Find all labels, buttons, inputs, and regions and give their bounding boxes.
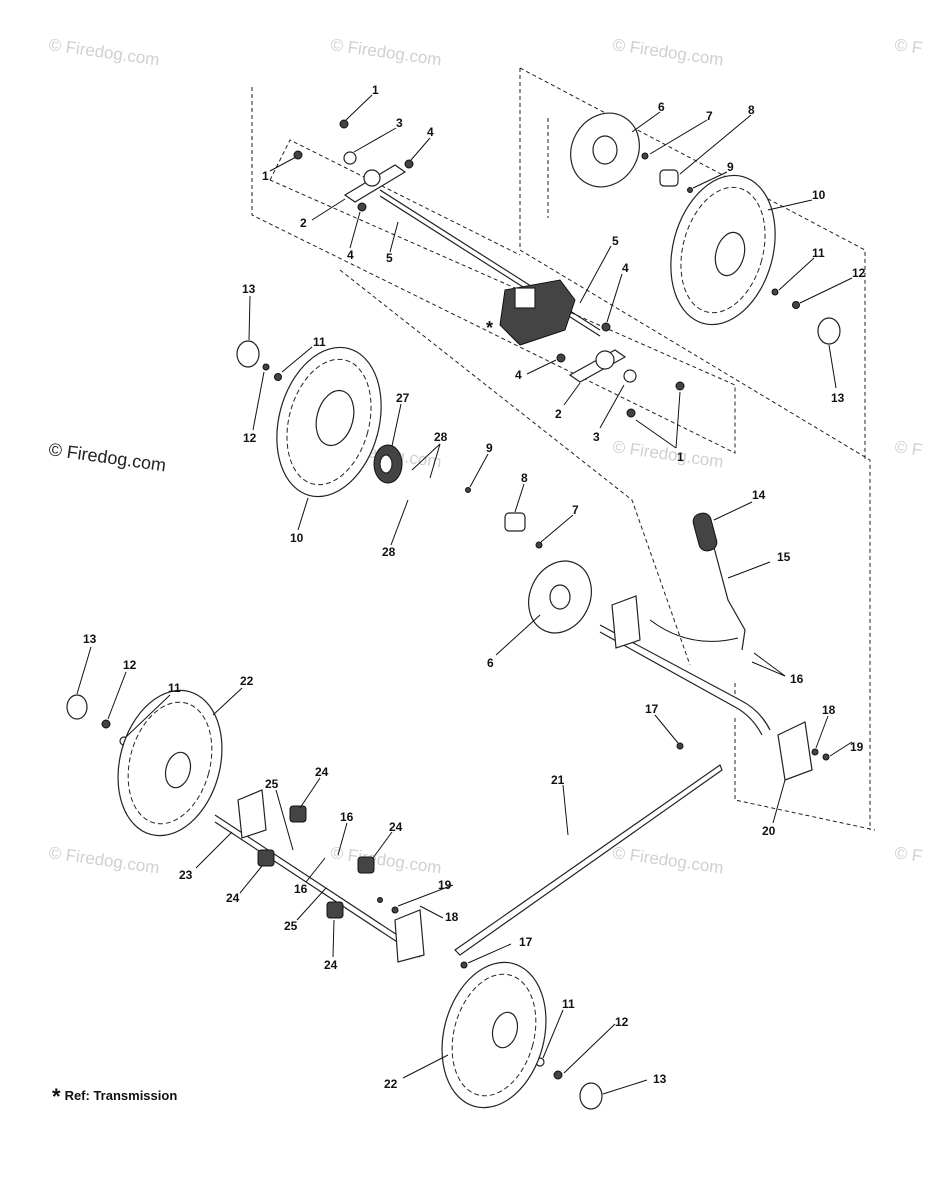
- callout-12: 12: [123, 658, 137, 672]
- callout-9: 9: [727, 160, 734, 174]
- brackets: [343, 164, 627, 383]
- watermark: © Firedog.com: [47, 843, 160, 877]
- callout-18: 18: [445, 910, 459, 924]
- callout-4: 4: [427, 125, 434, 139]
- shift-rod: [454, 764, 723, 956]
- callout-25: 25: [265, 777, 279, 791]
- callout-19: 19: [438, 878, 452, 892]
- callout-28: 28: [382, 545, 396, 559]
- callout-24: 24: [315, 765, 329, 779]
- transmission-asterisk: *: [486, 318, 493, 338]
- watermark: © Firedog.com: [47, 35, 160, 69]
- callout-14: 14: [752, 488, 766, 502]
- callout-2: 2: [300, 216, 307, 230]
- callout-4: 4: [622, 261, 629, 275]
- wheels: [117, 174, 776, 1109]
- wheel-rear-right: [670, 174, 776, 326]
- callout-6: 6: [658, 100, 665, 114]
- watermark: © Firedog.com: [611, 843, 724, 877]
- callout-17: 17: [519, 935, 533, 949]
- callout-4: 4: [347, 248, 354, 262]
- callout-10: 10: [812, 188, 826, 202]
- callout-12: 12: [852, 266, 866, 280]
- callout-11: 11: [313, 335, 326, 349]
- callout-21: 21: [551, 773, 565, 787]
- callout-8: 8: [521, 471, 528, 485]
- watermark: © Firedog.com: [329, 35, 442, 69]
- callout-28: 28: [434, 430, 448, 444]
- callout-12: 12: [243, 431, 257, 445]
- callout-25: 25: [284, 919, 298, 933]
- shift-lever: [649, 512, 746, 651]
- callout-9: 9: [486, 441, 493, 455]
- transmission: [499, 279, 576, 346]
- callout-labels: 1 3 4 1 2 4 5 6 7 8 9 10 11 12 13 5 4 4 …: [83, 83, 866, 1091]
- callout-19: 19: [850, 740, 864, 754]
- callout-5: 5: [612, 234, 619, 248]
- callout-11: 11: [168, 681, 181, 695]
- callout-24: 24: [389, 820, 403, 834]
- callout-23: 23: [179, 868, 193, 882]
- callout-13: 13: [831, 391, 845, 405]
- wheel-front-left: [117, 689, 223, 837]
- hubcaps: [66, 317, 841, 1110]
- footnote-mark: *: [52, 1084, 61, 1109]
- watermark: © Firedog.com: [329, 843, 442, 877]
- callout-16: 16: [790, 672, 804, 686]
- callout-8: 8: [748, 103, 755, 117]
- callout-22: 22: [384, 1077, 398, 1091]
- drive-discs: [528, 112, 640, 634]
- callout-24: 24: [324, 958, 338, 972]
- watermark: © F: [893, 843, 923, 866]
- watermark-main: © Firedog.com: [47, 439, 167, 475]
- callout-16: 16: [294, 882, 308, 896]
- mounting-plates: [237, 595, 813, 963]
- callout-1: 1: [372, 83, 379, 97]
- callout-1: 1: [677, 450, 684, 464]
- watermark: © Firedog.com: [611, 35, 724, 69]
- watermark: © F: [893, 437, 923, 460]
- callout-13: 13: [653, 1072, 667, 1086]
- callout-5: 5: [386, 251, 393, 265]
- callout-24: 24: [226, 891, 240, 905]
- callout-27: 27: [396, 391, 410, 405]
- callout-10: 10: [290, 531, 304, 545]
- callout-3: 3: [396, 116, 403, 130]
- callout-17: 17: [645, 702, 659, 716]
- callout-20: 20: [762, 824, 776, 838]
- callout-13: 13: [242, 282, 256, 296]
- callout-11: 11: [812, 246, 825, 260]
- callout-13: 13: [83, 632, 97, 646]
- callout-2: 2: [555, 407, 562, 421]
- callout-4: 4: [515, 368, 522, 382]
- wheel-rear-left: [276, 346, 382, 498]
- callout-3: 3: [593, 430, 600, 444]
- leader-lines: [76, 94, 853, 1095]
- height-brackets: [257, 805, 375, 919]
- callout-7: 7: [706, 109, 713, 123]
- callout-6: 6: [487, 656, 494, 670]
- callout-15: 15: [777, 550, 791, 564]
- watermark: © F: [893, 35, 923, 58]
- footnote-text: Ref: Transmission: [64, 1088, 178, 1103]
- footnote: *Ref: Transmission: [52, 1084, 177, 1110]
- callout-11: 11: [562, 997, 575, 1011]
- callout-1: 1: [262, 169, 269, 183]
- callout-18: 18: [822, 703, 836, 717]
- callout-22: 22: [240, 674, 254, 688]
- hardware: [101, 119, 830, 1080]
- pinion-gear: [373, 444, 403, 484]
- callout-12: 12: [615, 1015, 629, 1029]
- callout-16: 16: [340, 810, 354, 824]
- wheel-front-right: [441, 961, 547, 1109]
- callout-7: 7: [572, 503, 579, 517]
